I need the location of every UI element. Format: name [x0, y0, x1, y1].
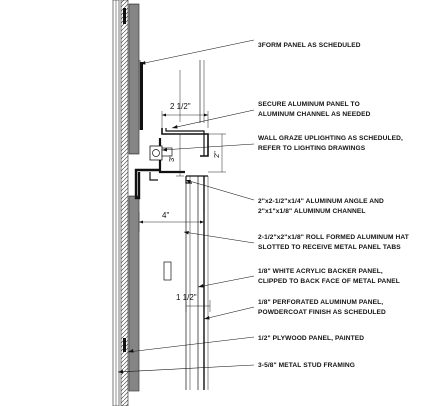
callouts: 3FORM PANEL AS SCHEDULED SECURE ALUMINUM…	[258, 42, 411, 369]
callout-plywood-panel: 1/2" PLYWOOD PANEL, PAINTED	[258, 335, 364, 342]
3form-panel	[128, 3, 140, 155]
callout-aluminum-angle: 2"x2-1/2"x1/4" ALUMINUM ANGLE AND 2"x1"x…	[258, 198, 386, 215]
callout-stud-framing: 3-5/8" METAL STUD FRAMING	[258, 362, 355, 369]
callout-wall-graze: WALL GRAZE UPLIGHTING AS SCHEDULED, REFE…	[258, 135, 405, 152]
leaders	[117, 39, 255, 374]
aluminum-channel-assembly	[134, 128, 209, 200]
lower-panel-assembly	[163, 175, 209, 390]
plywood-panel	[120, 0, 129, 406]
callout-aluminum-hat: 2-1/2"x2"x1/8" ROLL FORMED ALUMINUM HAT …	[258, 234, 411, 251]
callout-perforated-panel: 1/8" PERFORATED ALUMINUM PANEL, POWDERCO…	[258, 299, 386, 316]
upper-panel-assembly	[139, 60, 205, 130]
dim-2: 2"	[212, 151, 221, 158]
dim-1-1-2: 1 1/2"	[176, 293, 197, 302]
dim-3: 3"	[167, 155, 176, 162]
uplight-fixture	[149, 145, 163, 161]
panel-tab	[163, 261, 172, 281]
callout-secure-panel: SECURE ALUMINUM PANEL TO ALUMINUM CHANNE…	[258, 101, 371, 118]
dim-4: 4"	[162, 211, 169, 220]
callout-3form: 3FORM PANEL AS SCHEDULED	[258, 42, 361, 49]
3form-panel-lower	[128, 195, 140, 392]
callout-acrylic-backer: 1/8" WHITE ACRYLIC BACKER PANEL, CLIPPED…	[258, 268, 400, 285]
wall-buildup	[112, 0, 140, 406]
dim-2-1-2: 2 1/2"	[170, 102, 191, 111]
dimensions: 2 1/2" 3" 2" 4" 1 1/2"	[138, 102, 226, 312]
